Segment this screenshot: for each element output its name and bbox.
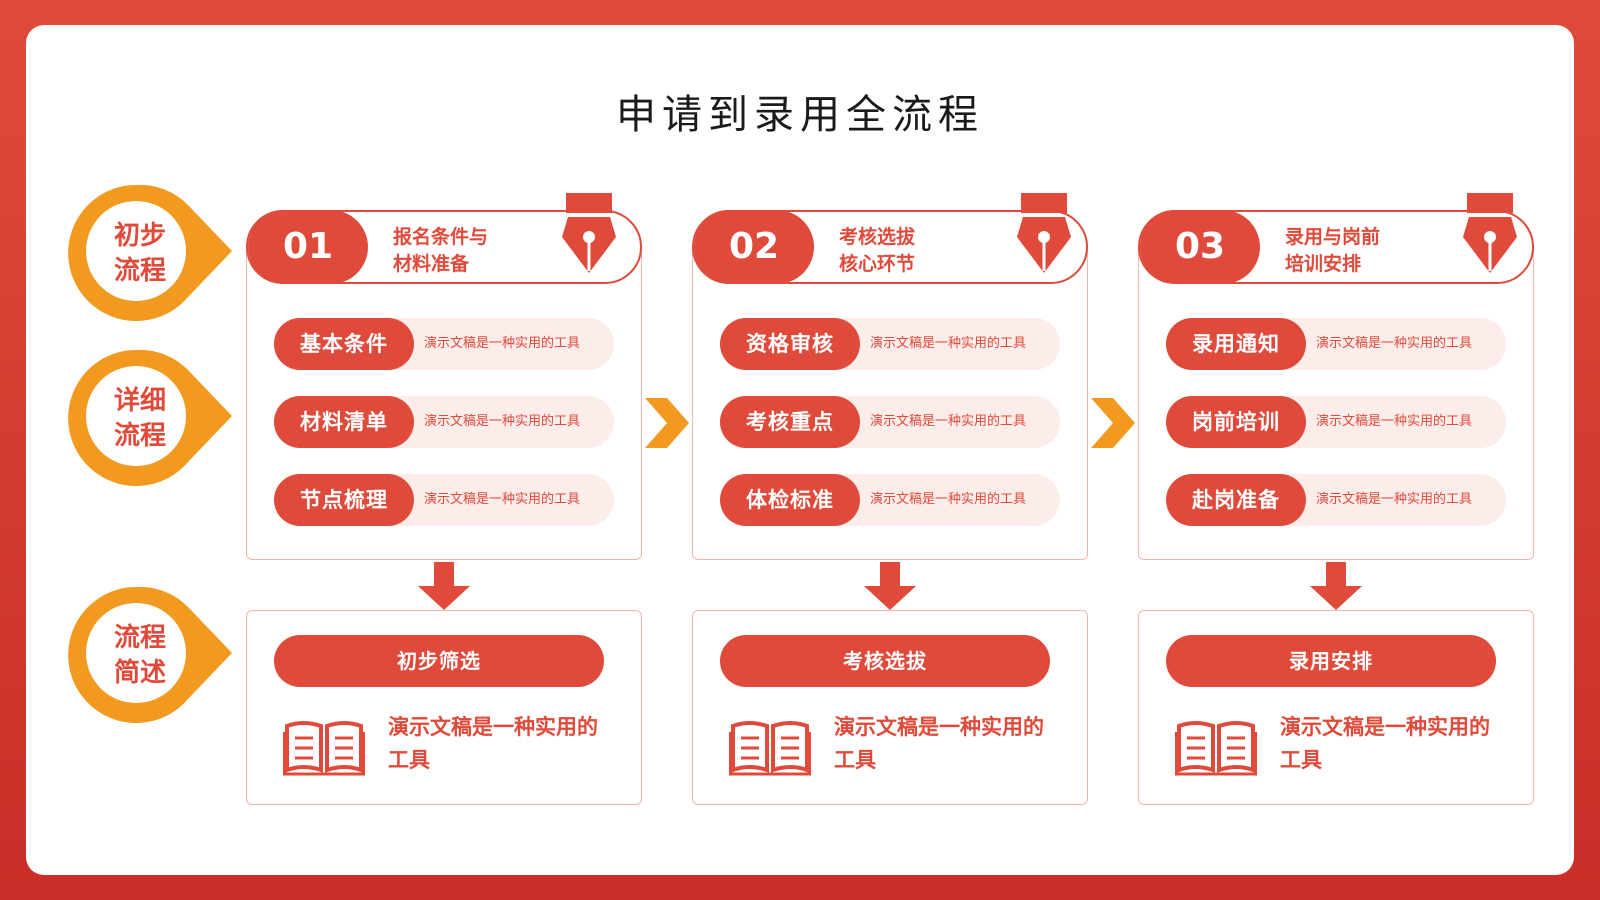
item-description: 演示文稿是一种实用的工具 <box>424 492 581 507</box>
arrow-down-icon <box>418 562 470 610</box>
badge-process-summary: 流程 简述 <box>68 585 238 725</box>
step-title: 录用与岗前 培训安排 <box>1285 226 1381 275</box>
step-2-item-1: 资格审核 演示文稿是一种实用的工具 <box>720 318 1060 370</box>
item-description: 演示文稿是一种实用的工具 <box>870 414 1027 429</box>
open-book-icon <box>729 721 811 776</box>
fountain-pen-icon <box>1017 193 1071 273</box>
step-1-item-1: 基本条件 演示文稿是一种实用的工具 <box>274 318 614 370</box>
step-1-item-3: 节点梳理 演示文稿是一种实用的工具 <box>274 474 614 526</box>
step-title: 报名条件与 材料准备 <box>393 226 489 275</box>
item-label: 资格审核 <box>720 318 860 370</box>
step-title: 考核选拔 核心环节 <box>839 226 916 275</box>
item-label: 基本条件 <box>274 318 414 370</box>
badge-shape <box>68 586 232 723</box>
item-label: 赴岗准备 <box>1166 474 1306 526</box>
step-2-summary-title: 考核选拔 <box>720 635 1050 687</box>
chevron-right-icon <box>1091 398 1135 448</box>
item-label: 录用通知 <box>1166 318 1306 370</box>
chevron-right-icon <box>645 398 689 448</box>
badge-shape <box>68 349 232 486</box>
item-description: 演示文稿是一种实用的工具 <box>1316 336 1473 351</box>
arrow-down-icon <box>1310 562 1362 610</box>
item-label: 体检标准 <box>720 474 860 526</box>
item-label: 材料清单 <box>274 396 414 448</box>
step-3-summary-text: 演示文稿是一种实用的工具 <box>1280 715 1490 772</box>
badge-shape <box>68 184 232 321</box>
item-label: 岗前培训 <box>1166 396 1306 448</box>
step-number: 03 <box>1140 210 1260 284</box>
badge-label: 详细 流程 <box>113 386 166 451</box>
item-label: 考核重点 <box>720 396 860 448</box>
badge-label: 流程 简述 <box>113 623 166 688</box>
fountain-pen-icon <box>562 193 616 273</box>
item-description: 演示文稿是一种实用的工具 <box>870 336 1027 351</box>
step-number: 02 <box>694 210 814 284</box>
step-2-item-3: 体检标准 演示文稿是一种实用的工具 <box>720 474 1060 526</box>
badge-detail-process: 详细 流程 <box>68 348 238 488</box>
open-book-icon <box>1175 721 1257 776</box>
item-label: 节点梳理 <box>274 474 414 526</box>
step-1-summary-title: 初步筛选 <box>274 635 604 687</box>
arrow-down-icon <box>864 562 916 610</box>
step-3-item-3: 赴岗准备 演示文稿是一种实用的工具 <box>1166 474 1506 526</box>
step-1-summary-text: 演示文稿是一种实用的工具 <box>388 715 598 772</box>
item-description: 演示文稿是一种实用的工具 <box>870 492 1027 507</box>
item-description: 演示文稿是一种实用的工具 <box>424 414 581 429</box>
fountain-pen-icon <box>1463 193 1517 273</box>
page-title: 申请到录用全流程 <box>616 92 984 138</box>
step-1-item-2: 材料清单 演示文稿是一种实用的工具 <box>274 396 614 448</box>
open-book-icon <box>283 721 365 776</box>
item-description: 演示文稿是一种实用的工具 <box>1316 414 1473 429</box>
step-3-summary-title: 录用安排 <box>1166 635 1496 687</box>
step-1-header: 01 报名条件与 材料准备 <box>246 210 642 284</box>
step-number: 01 <box>248 210 368 284</box>
step-2-item-2: 考核重点 演示文稿是一种实用的工具 <box>720 396 1060 448</box>
step-2-summary-text: 演示文稿是一种实用的工具 <box>834 715 1044 772</box>
badge-label: 初步 流程 <box>113 221 166 286</box>
step-3-item-1: 录用通知 演示文稿是一种实用的工具 <box>1166 318 1506 370</box>
step-3-item-2: 岗前培训 演示文稿是一种实用的工具 <box>1166 396 1506 448</box>
item-description: 演示文稿是一种实用的工具 <box>424 336 581 351</box>
item-description: 演示文稿是一种实用的工具 <box>1316 492 1473 507</box>
badge-initial-process: 初步 流程 <box>68 183 238 323</box>
